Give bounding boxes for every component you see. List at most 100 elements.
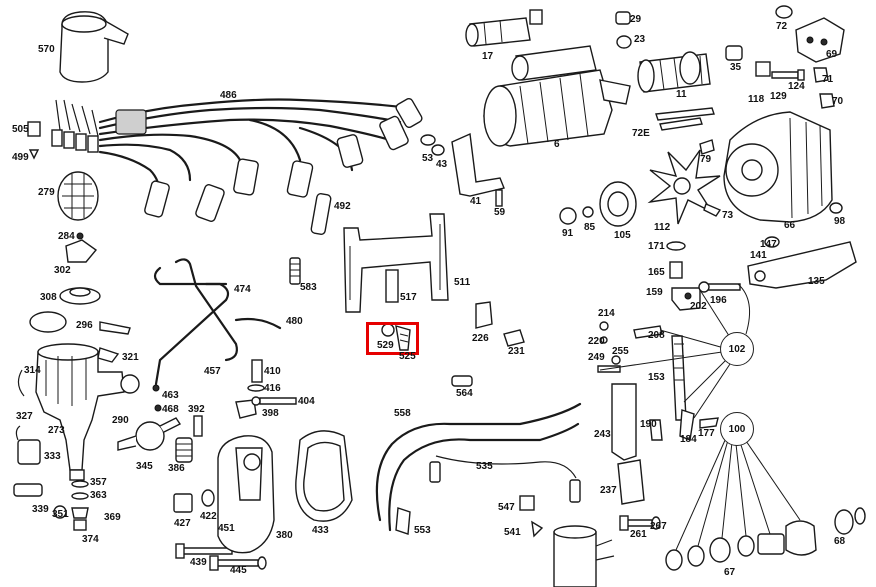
part-label[interactable]: 11	[676, 89, 687, 100]
part-label[interactable]: 525	[399, 351, 416, 362]
part-label[interactable]: 308	[40, 292, 57, 303]
part-label[interactable]: 279	[38, 187, 55, 198]
part-label[interactable]: 463	[162, 390, 179, 401]
part-label[interactable]: 124	[788, 81, 805, 92]
part-label[interactable]: 135	[808, 276, 825, 287]
highlight-box-529[interactable]	[366, 322, 419, 355]
part-label[interactable]: 339	[32, 504, 49, 515]
part-label[interactable]: 190	[640, 419, 657, 430]
part-label[interactable]: 231	[508, 346, 525, 357]
part-label[interactable]: 196	[710, 295, 727, 306]
part-label[interactable]: 345	[136, 461, 153, 472]
part-label[interactable]: 226	[472, 333, 489, 344]
part-label[interactable]: 35	[730, 62, 742, 73]
part-label[interactable]: 468	[162, 404, 179, 415]
part-label[interactable]: 564	[456, 388, 473, 399]
part-label[interactable]: 43	[436, 159, 448, 170]
part-label[interactable]: 321	[122, 352, 139, 363]
part-label[interactable]: 333	[44, 451, 61, 462]
part-label[interactable]: 112	[654, 222, 671, 233]
part-label[interactable]: 202	[690, 301, 707, 312]
part-label[interactable]: 59	[494, 207, 506, 218]
part-label[interactable]: 386	[168, 463, 185, 474]
part-label[interactable]: 314	[24, 365, 41, 376]
part-label[interactable]: 535	[476, 461, 493, 472]
part-label[interactable]: 6	[554, 139, 560, 150]
part-label[interactable]: 357	[90, 477, 107, 488]
part-label[interactable]: 474	[234, 284, 251, 295]
part-label[interactable]: 53	[422, 153, 434, 164]
part-label[interactable]: 165	[648, 267, 665, 278]
part-label[interactable]: 184	[680, 434, 697, 445]
part-label[interactable]: 517	[400, 292, 417, 303]
part-label[interactable]: 214	[598, 308, 615, 319]
part-label[interactable]: 327	[16, 411, 33, 422]
part-label[interactable]: 492	[334, 201, 351, 212]
part-label[interactable]: 72	[776, 21, 788, 32]
part-label[interactable]: 118	[748, 94, 765, 105]
part-label[interactable]: 558	[394, 408, 411, 419]
part-label[interactable]: 79	[700, 154, 712, 165]
part-label[interactable]: 208	[648, 330, 665, 341]
part-label[interactable]: 445	[230, 565, 247, 576]
part-label[interactable]: 457	[204, 366, 221, 377]
part-label[interactable]: 296	[76, 320, 93, 331]
part-label[interactable]: 374	[82, 534, 99, 545]
part-label[interactable]: 480	[286, 316, 303, 327]
part-label[interactable]: 267	[650, 521, 667, 532]
part-label[interactable]: 69	[826, 49, 838, 60]
part-label[interactable]: 433	[312, 525, 329, 536]
part-label[interactable]: 380	[276, 530, 293, 541]
part-label[interactable]: 511	[454, 277, 471, 288]
part-label[interactable]: 141	[750, 250, 767, 261]
part-label[interactable]: 129	[770, 91, 787, 102]
part-label[interactable]: 273	[48, 425, 65, 436]
part-label[interactable]: 290	[112, 415, 129, 426]
part-label[interactable]: 68	[834, 536, 846, 547]
part-label[interactable]: 422	[200, 511, 217, 522]
part-label[interactable]: 553	[414, 525, 431, 536]
part-label[interactable]: 67	[724, 567, 736, 578]
part-label[interactable]: 85	[584, 222, 596, 233]
part-label[interactable]: 147	[760, 239, 777, 250]
part-label[interactable]: 451	[218, 523, 235, 534]
part-label[interactable]: 427	[174, 518, 191, 529]
part-label[interactable]: 91	[562, 228, 574, 239]
part-label[interactable]: 541	[504, 527, 521, 538]
part-label[interactable]: 66	[784, 220, 796, 231]
part-label[interactable]: 369	[104, 512, 121, 523]
part-label[interactable]: 439	[190, 557, 207, 568]
part-label[interactable]: 255	[612, 346, 629, 357]
part-label[interactable]: 41	[470, 196, 482, 207]
part-label[interactable]: 416	[264, 383, 281, 394]
part-label[interactable]: 23	[634, 34, 646, 45]
part-label[interactable]: 237	[600, 485, 617, 496]
callout-circle-102[interactable]: 102	[720, 332, 754, 366]
part-label[interactable]: 547	[498, 502, 515, 513]
part-label[interactable]: 570	[38, 44, 55, 55]
part-label[interactable]: 71	[822, 74, 834, 85]
part-label[interactable]: 73	[722, 210, 734, 221]
part-label[interactable]: 404	[298, 396, 315, 407]
part-label[interactable]: 486	[220, 90, 237, 101]
part-label[interactable]: 410	[264, 366, 281, 377]
part-label[interactable]: 159	[646, 287, 663, 298]
part-label[interactable]: 363	[90, 490, 107, 501]
part-label[interactable]: 249	[588, 352, 605, 363]
part-label[interactable]: 72E	[632, 128, 650, 139]
part-label[interactable]: 351	[52, 509, 69, 520]
part-label[interactable]: 98	[834, 216, 846, 227]
part-label[interactable]: 284	[58, 231, 75, 242]
part-label[interactable]: 499	[12, 152, 29, 163]
part-label[interactable]: 105	[614, 230, 631, 241]
part-label[interactable]: 243	[594, 429, 611, 440]
part-label[interactable]: 17	[482, 51, 494, 62]
part-label[interactable]: 583	[300, 282, 317, 293]
part-label[interactable]: 70	[832, 96, 844, 107]
part-label[interactable]: 529	[377, 340, 394, 351]
part-label[interactable]: 29	[630, 14, 642, 25]
part-label[interactable]: 177	[698, 428, 715, 439]
part-label[interactable]: 153	[648, 372, 665, 383]
part-label[interactable]: 220	[588, 336, 605, 347]
part-label[interactable]: 398	[262, 408, 279, 419]
